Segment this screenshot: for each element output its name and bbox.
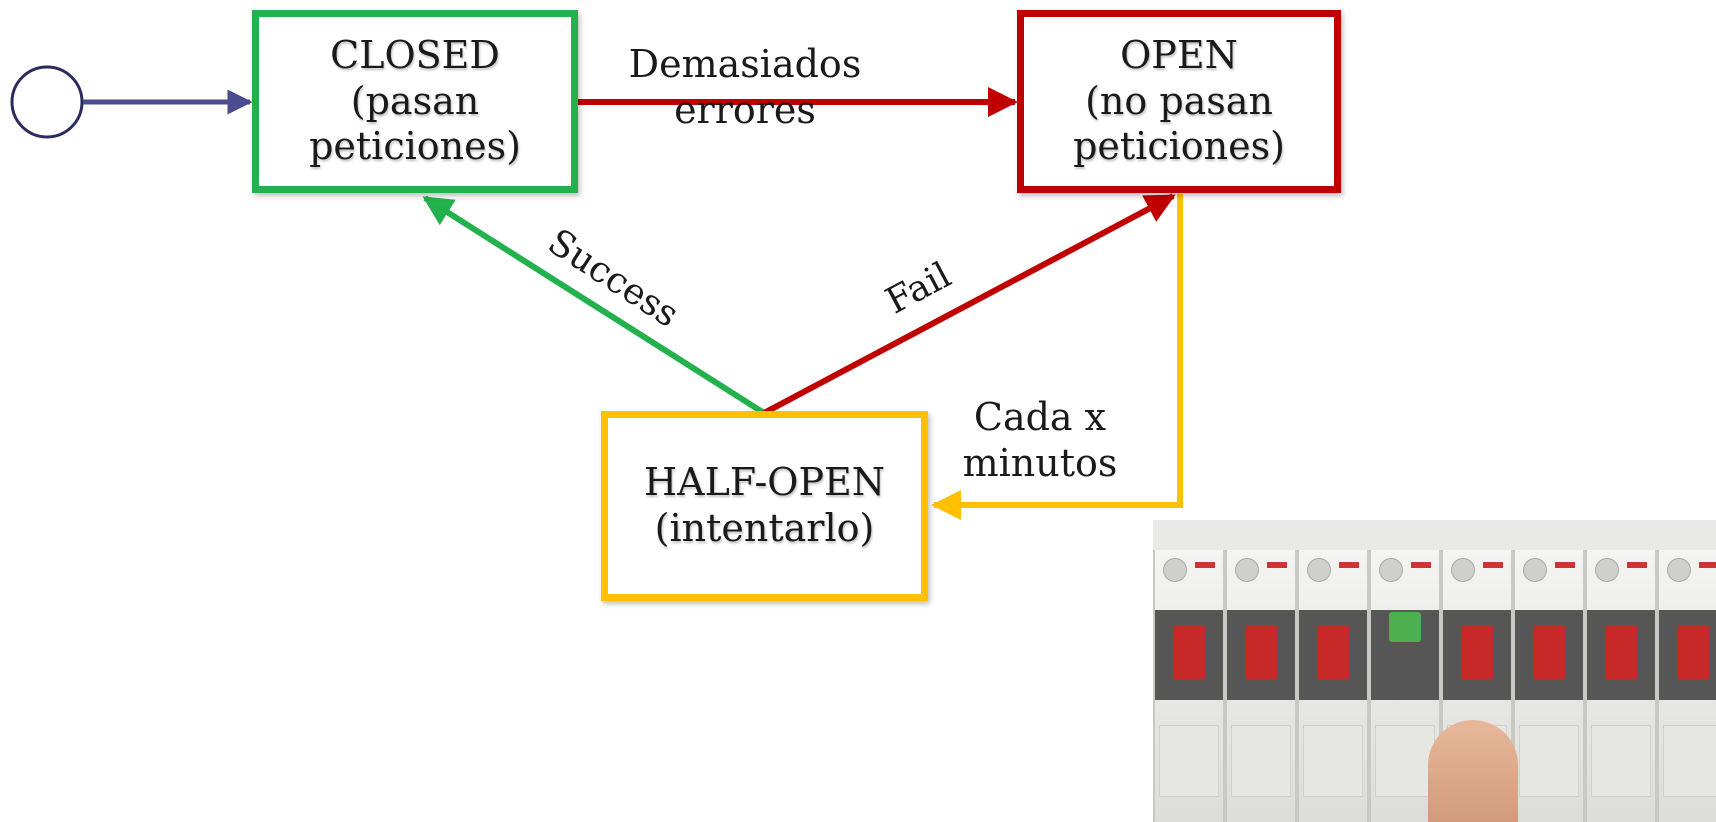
state-closed: CLOSED (pasan peticiones) <box>252 10 578 193</box>
label-open-to-half-open-line2: minutos <box>962 440 1118 485</box>
arrow-open-to-half-open <box>931 194 1183 520</box>
state-closed-desc-line2: peticiones) <box>309 124 521 169</box>
state-open-desc-line1: (no pasan <box>1085 78 1273 123</box>
state-half-open-desc-line1: (intentarlo) <box>654 506 875 550</box>
state-closed-desc-line1: (pasan <box>350 78 480 123</box>
state-open: OPEN (no pasan peticiones) <box>1017 10 1341 193</box>
label-closed-to-open: Demasiados errores <box>600 42 890 133</box>
finger-pressing-breaker <box>1428 720 1518 822</box>
state-half-open: HALF-OPEN (intentarlo) <box>601 411 928 601</box>
state-closed-title: CLOSED <box>330 33 500 78</box>
arrow-half-open-to-closed <box>422 195 766 416</box>
state-half-open-title: HALF-OPEN <box>643 460 886 505</box>
initial-state-circle <box>10 65 84 139</box>
label-open-to-half-open: Cada x minutos <box>950 395 1130 486</box>
arrow-half-open-to-open <box>762 193 1176 416</box>
label-open-to-half-open-line1: Cada x <box>973 395 1107 439</box>
state-open-title: OPEN <box>1120 33 1238 78</box>
circuit-breaker-panel-photo <box>1153 520 1716 822</box>
label-closed-to-open-line2: errores <box>674 87 816 132</box>
state-open-desc-line2: peticiones) <box>1073 124 1285 169</box>
label-closed-to-open-line1: Demasiados <box>628 42 862 86</box>
